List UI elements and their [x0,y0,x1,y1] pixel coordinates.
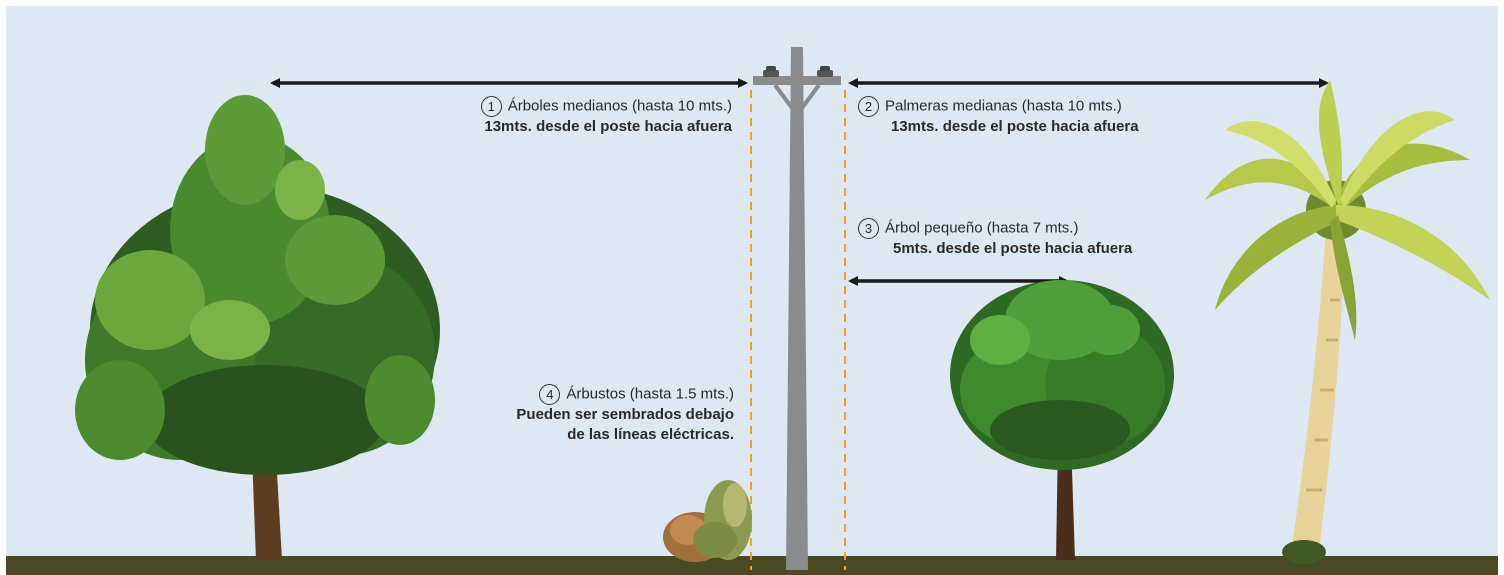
ground [6,556,1498,575]
label-small-tree: 3 Árbol pequeño (hasta 7 mts.) 5mts. desd… [858,218,1198,259]
label-medium-palms: 2 Palmeras medianas (hasta 10 mts.) 13mts… [858,96,1208,137]
small-tree-icon [950,280,1174,560]
medium-tree-icon [75,95,440,560]
shrub-icon [663,480,752,562]
label-3-title: Árbol pequeño (hasta 7 mts.) [885,219,1079,237]
number-badge-1: 1 [480,96,502,117]
palm-tree-icon [1205,80,1490,564]
label-4-detail-line2: de las líneas eléctricas. [567,426,734,443]
label-2-detail: 13mts. desde el poste hacia afuera [891,118,1139,135]
label-2-title: Palmeras medianas (hasta 10 mts.) [885,97,1122,115]
number-badge-4: 4 [539,384,561,405]
label-shrubs: 4 Árbustos (hasta 1.5 mts.) Pueden ser se… [440,384,734,445]
number-badge-2: 2 [858,96,879,117]
label-4-detail-line1: Pueden ser sembrados debajo [516,406,734,423]
label-1-title: Árboles medianos (hasta 10 mts.) [507,97,732,115]
number-badge-3: 3 [858,218,879,239]
utility-pole-icon [753,47,841,570]
label-medium-trees: 1 Árboles medianos (hasta 10 mts.) 13mts.… [386,96,732,137]
label-3-detail: 5mts. desde el poste hacia afuera [893,240,1133,257]
label-4-title: Árbustos (hasta 1.5 mts.) [566,385,734,403]
label-1-detail: 13mts. desde el poste hacia afuera [484,118,732,135]
